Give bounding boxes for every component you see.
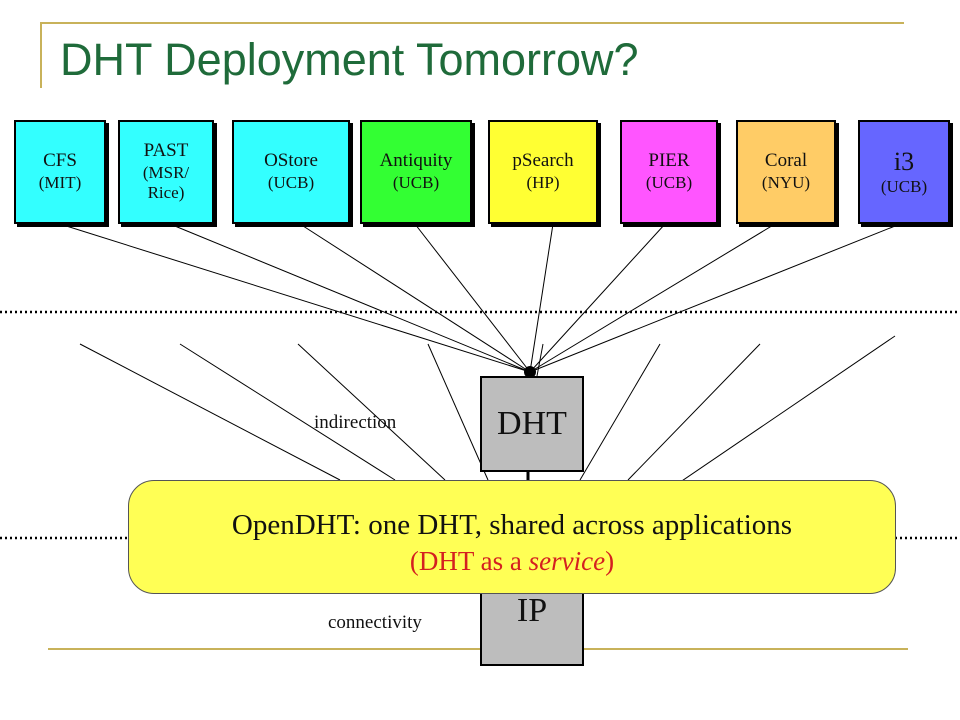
line-coral-to-dht (529, 223, 776, 373)
app-box-psearch: pSearch (HP) (488, 120, 598, 224)
opendht-callout: OpenDHT: one DHT, shared across applicat… (128, 480, 896, 594)
ip-layer-box: IP (480, 584, 584, 666)
app-box-cfs: CFS (MIT) (14, 120, 106, 224)
app-box-coral: Coral (NYU) (736, 120, 836, 224)
app-name-ostore: OStore (264, 150, 318, 172)
app-org-past: (MSR/ Rice) (142, 163, 190, 203)
connectivity-label: connectivity (328, 612, 422, 633)
line-ostore-to-dht (299, 223, 531, 373)
frame-bottom-line (48, 648, 908, 650)
app-name-psearch: pSearch (512, 150, 574, 172)
ip-layer-label: IP (516, 592, 548, 629)
app-org-i3: (UCB) (880, 177, 928, 197)
app-org-psearch: (HP) (526, 173, 560, 193)
lower-line-7 (627, 343, 761, 481)
line-psearch-to-dht (529, 223, 554, 373)
app-box-i3: i3 (UCB) (858, 120, 950, 224)
line-cfs-to-dht (59, 223, 531, 373)
app-name-pier: PIER (648, 150, 690, 172)
indirection-label: indirection (314, 412, 397, 433)
lower-line-3 (297, 343, 446, 481)
app-name-i3: i3 (893, 147, 915, 177)
app-name-past: PAST (143, 140, 189, 162)
callout-sub-text: (DHT as a service) (129, 546, 895, 577)
line-i3-to-dht (529, 223, 901, 373)
convergence-point (524, 366, 536, 378)
lower-line-5 (536, 343, 544, 377)
app-org-pier: (UCB) (645, 173, 693, 193)
frame-top-line (40, 22, 904, 24)
callout-main-text: OpenDHT: one DHT, shared across applicat… (231, 509, 793, 541)
slide-title: DHT Deployment Tomorrow? (60, 34, 639, 85)
line-past-to-dht (169, 223, 531, 373)
callout-sub-suffix: ) (605, 546, 615, 576)
callout-sub-prefix: (DHT as a (409, 546, 529, 576)
app-org-cfs: (MIT) (38, 173, 82, 193)
lower-line-6 (579, 343, 661, 481)
app-box-pier: PIER (UCB) (620, 120, 718, 224)
app-org-antiquity: (UCB) (392, 173, 440, 193)
app-org-ostore: (UCB) (267, 173, 315, 193)
dht-layer-label: DHT (497, 405, 567, 442)
frame-left-line (40, 22, 42, 88)
app-box-antiquity: Antiquity (UCB) (360, 120, 472, 224)
dht-layer-box: DHT (480, 376, 584, 472)
callout-sub-emphasis: service (528, 546, 606, 576)
app-name-cfs: CFS (43, 150, 77, 172)
line-antiquity-to-dht (414, 223, 531, 373)
lower-line-1 (79, 343, 341, 481)
app-box-past: PAST (MSR/ Rice) (118, 120, 214, 224)
line-pier-to-dht (529, 223, 666, 373)
lower-line-2 (179, 343, 396, 481)
app-name-antiquity: Antiquity (379, 150, 453, 172)
app-org-coral: (NYU) (761, 173, 811, 193)
lower-line-4 (427, 343, 489, 481)
app-box-ostore: OStore (UCB) (232, 120, 350, 224)
app-name-coral: Coral (764, 150, 808, 172)
